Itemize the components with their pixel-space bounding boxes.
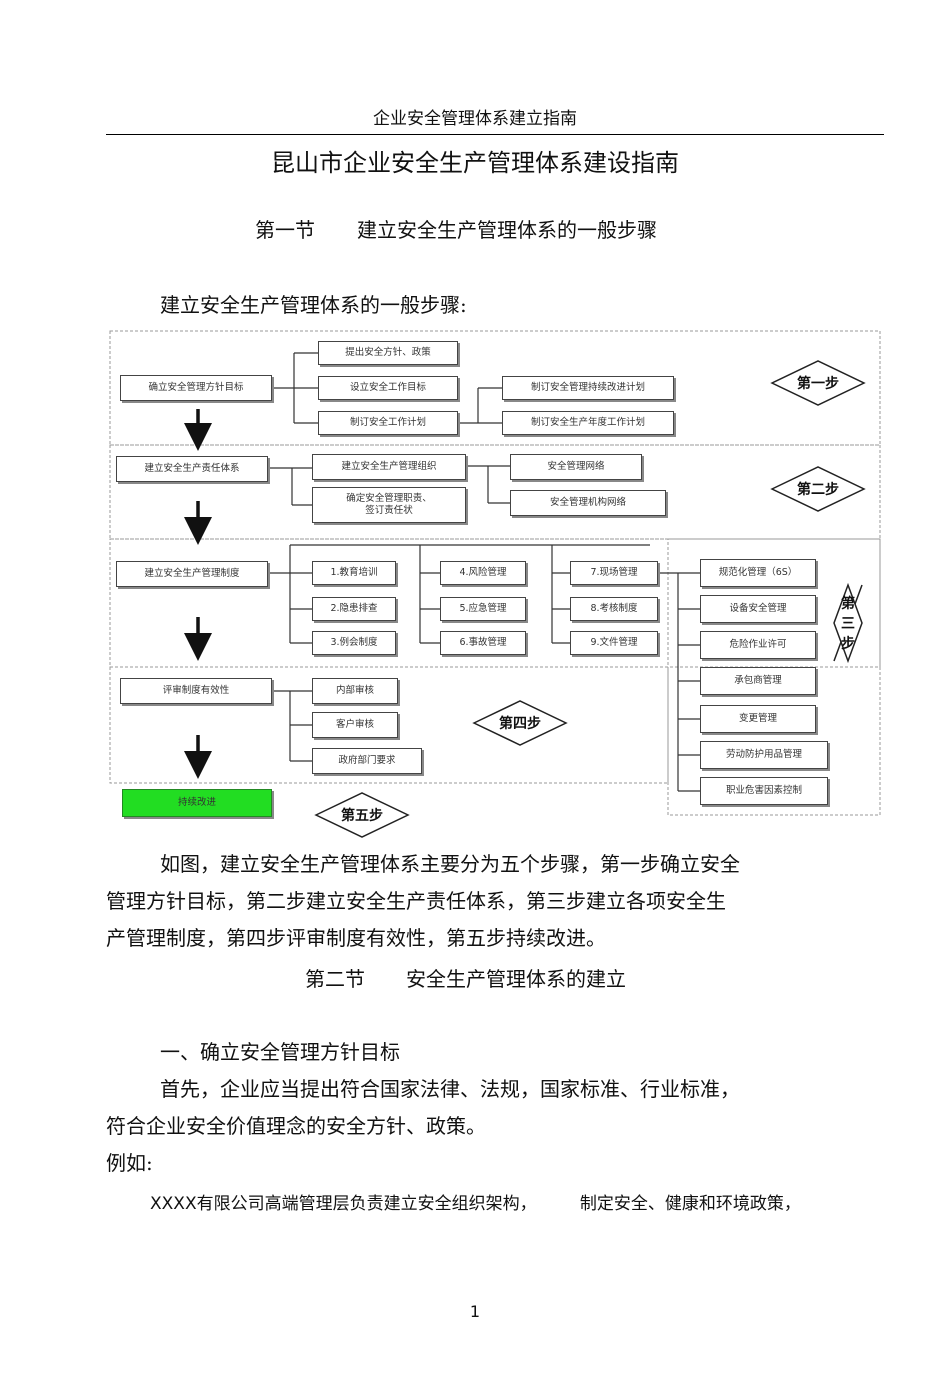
- step3-item-6: 6.事故管理: [440, 631, 526, 655]
- document-title: 昆山市企业安全生产管理体系建设指南: [271, 149, 679, 177]
- site-region: [667, 538, 881, 816]
- step3-label-line1: 第: [841, 595, 855, 612]
- flow-diagram: 第一步 第二步 第 三 步 第四步 第五步 确立安全管理方针目标 提出安全方针、…: [106, 325, 884, 841]
- body-line-2: 符合企业安全价值理念的安全方针、政策。: [106, 1114, 486, 1138]
- body-line-1: 首先，企业应当提出符合国家法律、法规，国家标准、行业标准，: [160, 1077, 740, 1101]
- summary-line-1: 如图，建立安全生产管理体系主要分为五个步骤，第一步确立安全: [160, 852, 740, 876]
- site-item-2: 设备安全管理: [700, 595, 816, 623]
- step4-label: 第四步: [499, 715, 541, 732]
- step5-main-box: 持续改进: [122, 789, 272, 817]
- step3-item-4: 4.风险管理: [440, 561, 526, 585]
- section2-title: 安全生产管理体系的建立: [406, 967, 626, 991]
- step2-net-2: 安全管理机构网络: [510, 490, 666, 516]
- header-rule: [106, 134, 884, 135]
- step3-label-line2: 三: [841, 616, 855, 632]
- section2-number: 第二节: [305, 967, 365, 991]
- site-item-7: 职业危害因素控制: [700, 777, 828, 805]
- page-number: 1: [469, 1302, 481, 1321]
- step2-main-box: 建立安全生产责任体系: [116, 456, 268, 482]
- step2-diamond: [770, 466, 866, 512]
- step3-item-5: 5.应急管理: [440, 597, 526, 621]
- step2-label: 第二步: [797, 481, 839, 498]
- step2-net-1: 安全管理网络: [510, 454, 642, 480]
- step4-main-box: 评审制度有效性: [120, 678, 272, 704]
- section1-number: 第一节: [255, 218, 315, 242]
- step4-sub-2: 客户审核: [312, 712, 398, 738]
- site-item-3: 危险作业许可: [700, 631, 816, 659]
- summary-line-2: 管理方针目标，第二步建立安全生产责任体系，第三步建立各项安全生: [106, 889, 726, 913]
- step2-sub-2: 确定安全管理职责、 签订责任状: [312, 487, 466, 523]
- step1-region: [109, 330, 881, 446]
- step4-sub-1: 内部审核: [312, 678, 398, 704]
- example-text: XXXX有限公司高端管理层负责建立安全组织架构， 制定安全、健康和环境政策，: [150, 1194, 801, 1214]
- step1-sub-3: 制订安全工作计划: [318, 411, 458, 435]
- site-item-4: 承包商管理: [700, 667, 816, 695]
- site-item-6: 劳动防护用品管理: [700, 741, 828, 769]
- step2-sub-1: 建立安全生产管理组织: [312, 454, 466, 480]
- site-item-5: 变更管理: [700, 705, 816, 733]
- step1-sub-1: 提出安全方针、政策: [318, 341, 458, 365]
- step4-diamond: [472, 700, 568, 746]
- step3-item-2: 2.隐患排查: [312, 597, 396, 621]
- example-label: 例如:: [106, 1151, 153, 1175]
- step1-label: 第一步: [797, 375, 839, 392]
- intro-text: 建立安全生产管理体系的一般步骤:: [160, 293, 467, 317]
- step1-main-box: 确立安全管理方针目标: [120, 375, 272, 401]
- step5-diamond: [314, 792, 410, 838]
- step1-diamond: [770, 360, 866, 406]
- step3-diamond-outline: [833, 582, 863, 664]
- subsection1-heading: 一、确立安全管理方针目标: [160, 1040, 400, 1064]
- running-header: 企业安全管理体系建立指南: [373, 109, 577, 129]
- step2-region: [109, 444, 881, 540]
- step1-sub-2: 设立安全工作目标: [318, 376, 458, 400]
- diagram-lines: 第一步 第二步 第 三 步 第四步 第五步: [109, 330, 881, 838]
- step3-main-box: 建立安全生产管理制度: [116, 561, 268, 587]
- site-item-1: 规范化管理（6S）: [700, 559, 816, 587]
- step3-item-1: 1.教育培训: [312, 561, 396, 585]
- step1-plan-1: 制订安全管理持续改进计划: [502, 376, 674, 400]
- summary-line-3: 产管理制度，第四步评审制度有效性，第五步持续改进。: [106, 926, 606, 950]
- section1-title: 建立安全生产管理体系的一般步骤: [357, 218, 657, 242]
- step3-item-3: 3.例会制度: [312, 631, 396, 655]
- step3-item-9: 9.文件管理: [570, 631, 658, 655]
- step3-label-line3: 步: [841, 635, 855, 652]
- step1-plan-2: 制订安全生产年度工作计划: [502, 411, 674, 435]
- step5-label: 第五步: [341, 807, 383, 824]
- step4-sub-3: 政府部门要求: [312, 748, 422, 774]
- step3-item-8: 8.考核制度: [570, 597, 658, 621]
- step3-item-7: 7.现场管理: [570, 561, 658, 585]
